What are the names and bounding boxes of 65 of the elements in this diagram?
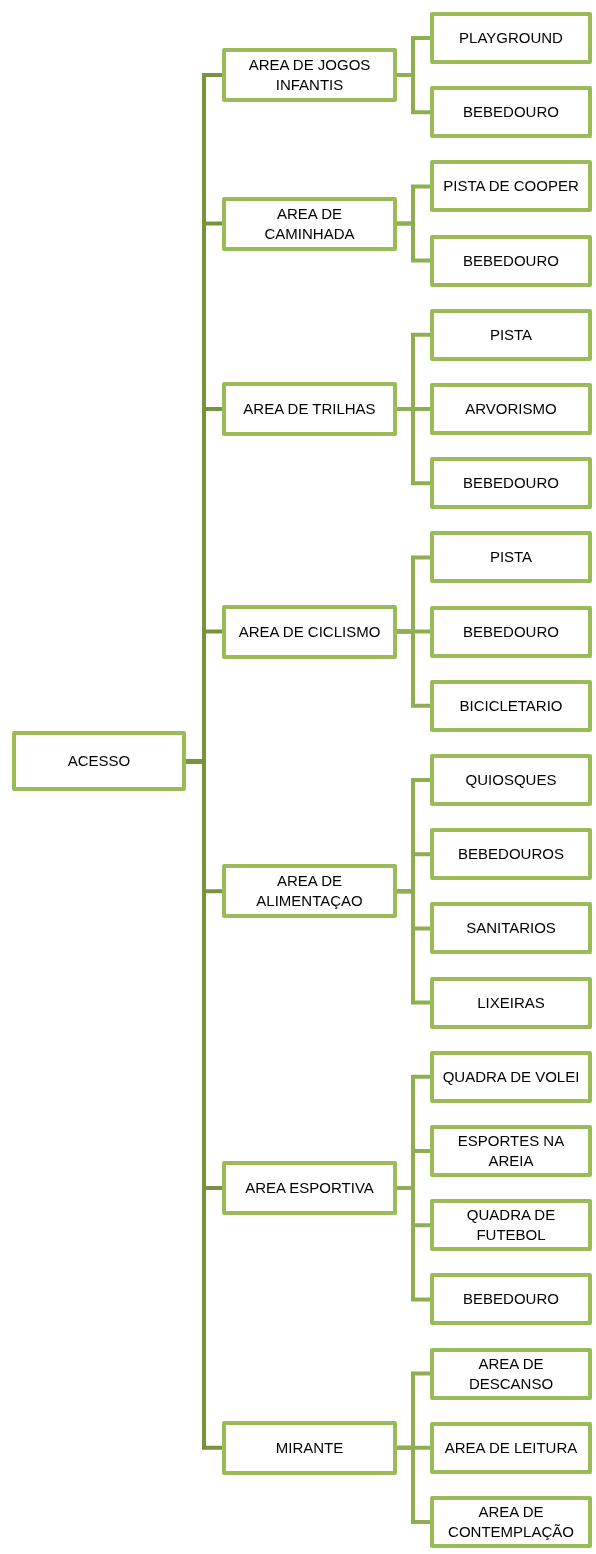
node-label: QUIOSQUES: [465, 770, 557, 790]
node-box: [430, 1347, 592, 1400]
node-label: PISTA: [489, 547, 533, 568]
node-label: QUADRA DE VOLEI: [442, 1066, 580, 1087]
node-label: PISTA DE COOPER: [443, 176, 579, 197]
node-label: BEBEDOURO: [463, 102, 559, 123]
node-label: AREA DE ALIMENTAÇAO: [255, 871, 364, 912]
node-box: [430, 234, 592, 287]
node-box: [430, 12, 592, 64]
node-label: AREA DE DESCANSO: [467, 1353, 555, 1394]
node-box: [430, 1421, 592, 1474]
node-label: QUADRA DE FUTEBOL: [465, 1205, 557, 1246]
node-label: BEBEDOURO: [463, 473, 559, 494]
connector-line: [397, 73, 430, 115]
node-label: BICICLETARIO: [459, 695, 563, 716]
node-box: [430, 1050, 592, 1103]
node-box: [222, 864, 397, 919]
node-label: AREA DE CAMINHADA: [263, 203, 356, 244]
node-box: [430, 457, 592, 510]
node-label: SANITARIOS: [466, 918, 556, 939]
node-label: BEBEDOUROS: [458, 844, 564, 865]
node-label: PLAYGROUND: [459, 28, 563, 48]
node-box: [430, 308, 592, 361]
node-box: [430, 1199, 592, 1252]
node-box: [430, 1125, 592, 1177]
node-label: MIRANTE: [275, 1437, 344, 1458]
connector-line: [397, 221, 430, 263]
node-box: [430, 160, 592, 213]
node-box: [430, 679, 592, 732]
node-label: ESPORTES NA AREIA: [456, 1131, 566, 1171]
node-box: [430, 902, 592, 955]
node-label: BEBEDOURO: [463, 250, 559, 271]
node-box: [222, 382, 397, 436]
node-box: [430, 383, 592, 435]
node-box: [222, 48, 397, 103]
node-label: AREA ESPORTIVA: [245, 1178, 374, 1199]
node-label: AREA DE CICLISMO: [238, 621, 381, 642]
node-box: [12, 731, 186, 792]
node-box: [430, 1496, 592, 1548]
node-label: ACESSO: [67, 751, 131, 772]
node-label: AREA DE LEITURA: [444, 1437, 578, 1458]
node-box: [222, 1420, 397, 1475]
connector-line: [397, 1445, 430, 1524]
node-box: [430, 976, 592, 1029]
connector-line: [397, 407, 430, 486]
node-label: AREA DE JOGOS INFANTIS: [247, 55, 372, 96]
connector-line: [397, 629, 430, 708]
node-box: [430, 1273, 592, 1326]
node-label: LIXEIRAS: [477, 992, 545, 1013]
node-box: [222, 604, 397, 659]
node-label: PISTA: [489, 324, 533, 345]
node-label: ARVORISMO: [465, 399, 557, 419]
node-label: BEBEDOURO: [463, 1289, 559, 1310]
node-box: [430, 605, 592, 658]
node-box: [222, 196, 397, 251]
node-box: [222, 1161, 397, 1216]
node-box: [430, 828, 592, 881]
connector-line: [397, 889, 430, 1005]
node-box: [430, 86, 592, 139]
node-box: [430, 754, 592, 806]
connector-line: [397, 1186, 430, 1302]
node-label: AREA DE TRILHAS: [243, 399, 376, 419]
node-box: [430, 531, 592, 584]
node-label: BEBEDOURO: [463, 621, 559, 642]
node-label: AREA DE CONTEMPLAÇÃO: [447, 1502, 575, 1542]
